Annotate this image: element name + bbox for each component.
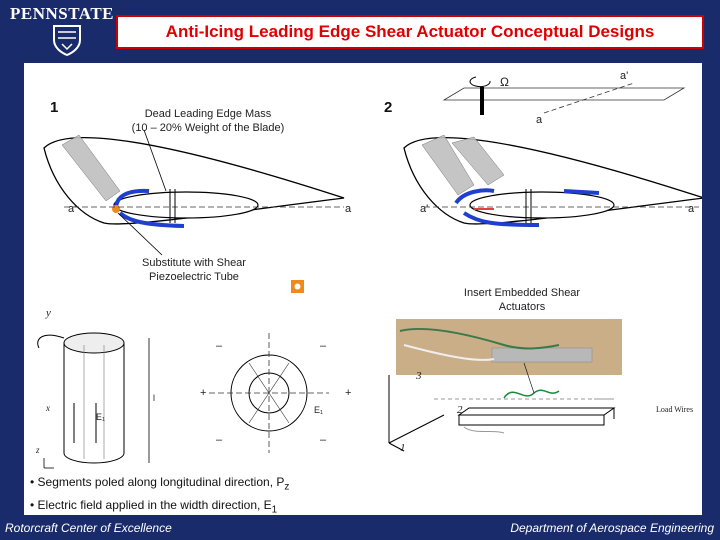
shield-icon [53,25,81,56]
bullet-1: • Segments poled along longitudinal dire… [30,475,290,493]
bullet-2: • Electric field applied in the width di… [30,498,278,516]
diagram-canvas [37,76,702,469]
title-box: Anti-Icing Leading Edge Shear Actuator C… [116,15,704,49]
airfoil-1 [43,129,345,256]
cross-e1-label: E₁ [314,405,324,415]
cross-minus-bottom-left: – [216,434,223,446]
design1-number: 1 [50,99,59,116]
substitute-line2: Piezoelectric Tube [149,271,239,283]
omega-symbol: Ω [500,75,509,89]
tube-l-label: l [153,393,155,403]
actuator-photo [396,319,622,375]
cross-minus-bottom-right: – [320,434,327,446]
beam-axis2: 2 [457,404,463,416]
insert-line1: Insert Embedded Shear [463,287,581,299]
cross-plus-right: + [345,387,352,399]
logo-text: PENNSTATE [10,4,115,23]
load-wires-label: Load Wires [656,405,694,414]
pennstate-logo: PENNSTATE [10,4,120,60]
beam-figure [388,362,616,452]
cross-plus-left: + [200,387,207,399]
piezo-tube-figure [37,332,150,469]
cross-section-figure [209,333,329,453]
d1-axis-left: a' [68,203,77,215]
tube-y-label: y [46,307,51,319]
cross-minus-top-left: – [216,340,223,352]
airfoil-2 [403,76,702,227]
tube-z-label: z [36,445,40,455]
footer-right: Department of Aerospace Engineering [510,521,714,535]
bullet-notes: • Segments poled along longitudinal dire… [30,473,289,520]
content-area: 1 Dead Leading Edge Mass (10 – 20% Weigh… [24,63,702,516]
substitute-line1: Substitute with Shear [142,257,246,269]
d2-axis-left: a' [420,203,429,215]
cross-minus-top-right: – [320,340,327,352]
mass-label-line1: Dead Leading Edge Mass [144,108,272,120]
tube-x-label: x [46,403,50,413]
d2-axis-right: a [688,203,695,215]
plane-label-top: a' [620,70,629,82]
mass-label: Dead Leading Edge Mass (10 – 20% Weight … [108,107,308,135]
insert-line2: Actuators [498,301,546,313]
page-title: Anti-Icing Leading Edge Shear Actuator C… [165,22,655,41]
substitute-label: Substitute with Shear Piezoelectric Tube [134,256,254,284]
beam-axis3: 3 [416,370,422,382]
plane-label-mid: a [536,114,543,126]
design2-number: 2 [384,99,393,116]
insert-label: Insert Embedded Shear Actuators [452,286,592,314]
beam-axis1: 1 [400,442,406,454]
mass-label-line2: (10 – 20% Weight of the Blade) [131,122,285,134]
d1-axis-right: a [345,203,352,215]
footer-left: Rotorcraft Center of Excellence [5,521,172,535]
tube-e1-label: E₁ [96,412,106,422]
